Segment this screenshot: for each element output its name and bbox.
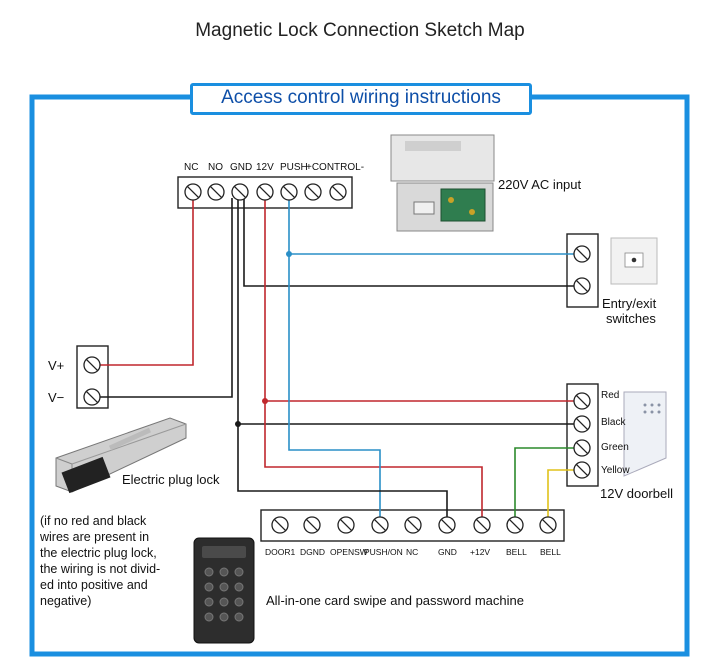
doorbell-image [623,391,667,477]
controller-terminal-label: DGND [300,547,326,557]
controller-terminal-label: +12V [470,547,491,557]
terminal-screw [473,516,491,534]
doorbell-label: 12V doorbell [600,486,673,501]
controller-terminal-label: PUSH/ON [364,547,403,557]
terminal-screw [231,183,249,201]
lock-note-line: the wiring is not divid- [40,562,161,576]
terminal-screw [207,183,225,201]
exit-switch-label: switches [606,311,656,326]
terminal-screw [539,516,557,534]
terminal-screw [573,392,591,410]
wire-push-to-controller [288,254,381,525]
keypad-key [219,582,229,592]
terminal-screw [573,245,591,263]
lock-note-line: wires are present in [40,530,150,544]
keypad-key [219,597,229,607]
keypad-key [234,582,244,592]
terminal-screw [280,183,298,201]
doorbell-wire-label: Green [601,442,629,453]
ps-terminal-label: 12V [256,162,274,173]
terminal-screw [304,183,322,201]
terminal-screw [506,516,524,534]
terminal-screw [329,183,347,201]
keypad-key [219,567,229,577]
terminal-screw [573,461,591,479]
doorbell-wire-label: Black [601,417,626,428]
ps-terminal-label: NO [208,162,223,173]
wire-gnd-to-lock-vminus [95,198,233,398]
power-supply-box-image [390,134,495,232]
controller-terminal-label: NC [406,547,419,557]
controller-terminal-label: DOOR1 [265,547,296,557]
keypad-key [204,612,214,622]
controller-label: All-in-one card swipe and password machi… [266,593,524,608]
keypad-key [234,567,244,577]
ps-terminal-label: +CONTROL- [306,162,365,173]
terminal-screws [83,183,591,534]
keypad-key [234,597,244,607]
keypad-key [204,597,214,607]
ps-terminal-label: NC [184,162,199,173]
lock-note-line: the electric plug lock, [40,546,157,560]
controller-terminal-label: OPENSW [330,547,368,557]
wire-12v-to-controller [264,401,483,525]
ac-input-label: 220V AC input [498,177,582,192]
terminal-screw [83,356,101,374]
keypad-key [219,612,229,622]
ps-terminal-label: GND [230,162,253,173]
lock-terminal-label: V− [48,390,65,405]
terminal-screw [337,516,355,534]
lock-note-line: ed into positive and [40,578,148,592]
controller-terminal-label: BELL [540,547,561,557]
lock-label: Electric plug lock [122,472,220,487]
controller-terminal-label: GND [438,547,457,557]
electric-plug-lock-image [55,417,187,494]
keypad-device-image [193,537,255,644]
exit-switch-terminal-block [566,233,599,308]
lock-note-line: (if no red and black [40,514,147,528]
terminal-screw [438,516,456,534]
keypad-key [234,612,244,622]
wire-bell-yellow [547,469,582,525]
exit-button-image [610,237,658,285]
wire-bell-green [514,447,582,525]
terminal-screw [83,388,101,406]
page-title: Magnetic Lock Connection Sketch Map [195,20,525,41]
wire-nc-to-lock-vplus [95,198,194,366]
terminal-screw [303,516,321,534]
terminal-screw [256,183,274,201]
terminal-screw [573,277,591,295]
keypad-key [204,582,214,592]
wire-gnd-to-exit-switch [243,198,582,287]
controller-terminal-label: BELL [506,547,527,557]
keypad-key [204,567,214,577]
doorbell-wire-label: Red [601,390,620,401]
ps-terminal-label: PUSH [280,162,308,173]
lock-terminal-label: V+ [48,358,65,373]
lock-note: (if no red and black wires are present i… [40,513,160,609]
terminal-screw [404,516,422,534]
exit-switch-label: Entry/exit [602,296,657,311]
terminal-screw [573,439,591,457]
terminal-screw [271,516,289,534]
terminal-screw [573,415,591,433]
diagram-banner: Access control wiring instructions [190,83,532,115]
junction-dots [235,251,292,427]
terminal-screw [184,183,202,201]
terminal-screw [371,516,389,534]
wire-gnd-to-controller [237,424,448,525]
doorbell-wire-label: Yellow [601,465,630,476]
lock-note-line: negative) [40,594,92,608]
